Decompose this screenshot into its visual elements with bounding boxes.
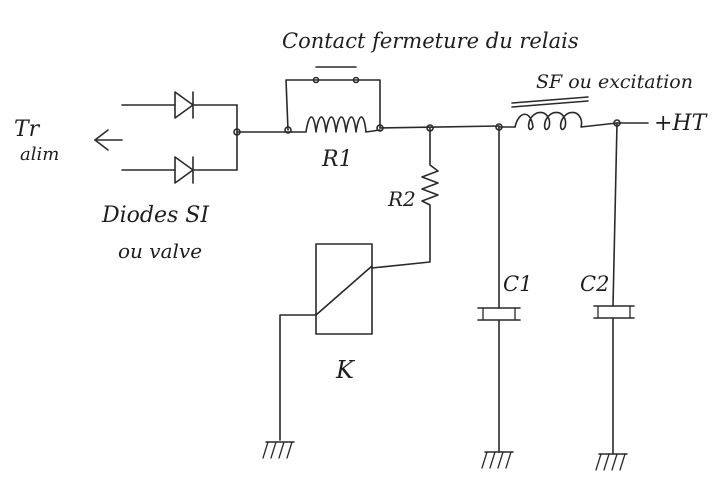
- tr-arrow: [94, 129, 123, 151]
- r2-label: R2: [387, 187, 416, 211]
- diode-top: [121, 91, 238, 119]
- tr-label: Tr: [14, 117, 41, 142]
- r1-label: R1: [321, 147, 353, 172]
- ht-label: +HT: [654, 111, 709, 136]
- main-wire: [379, 125, 500, 129]
- capacitor-c2: [593, 122, 635, 455]
- contact-label: Contact fermeture du relais: [282, 29, 579, 53]
- resistor-r1: [291, 116, 381, 133]
- ground-c1: [481, 451, 514, 469]
- diode-bottom: [121, 156, 238, 184]
- valve-label: ou valve: [118, 239, 202, 263]
- resistor-r2: [371, 127, 439, 269]
- ground-relay: [262, 441, 295, 459]
- ground-c2: [595, 453, 628, 471]
- c1-label: C1: [503, 272, 532, 296]
- k-label: K: [335, 356, 356, 384]
- alim-label: alim: [20, 144, 59, 165]
- capacitor-c1: [477, 126, 521, 453]
- relay-coil-k: [279, 243, 373, 441]
- c2-label: C2: [580, 272, 609, 296]
- inductor-sf: [514, 111, 618, 131]
- relay-contact: [285, 66, 381, 131]
- inductor-core: [511, 96, 589, 108]
- sf-label: SF ou excitation: [536, 71, 693, 93]
- diodes-label: Diodes SI: [101, 203, 210, 228]
